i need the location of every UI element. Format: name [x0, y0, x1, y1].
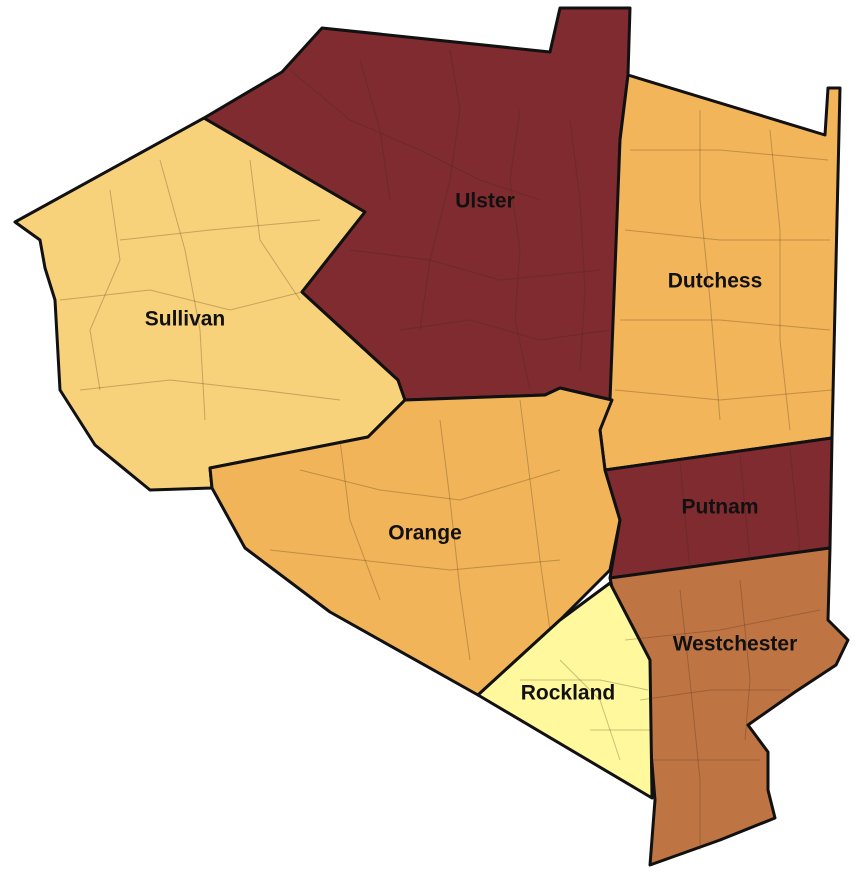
label-putnam: Putnam [681, 496, 758, 519]
county-rockland[interactable] [476, 581, 654, 800]
label-dutchess: Dutchess [668, 270, 763, 293]
label-rockland: Rockland [521, 682, 616, 705]
label-ulster: Ulster [455, 190, 515, 213]
town-boundaries [59, 49, 833, 850]
label-westchester: Westchester [673, 633, 798, 656]
label-orange: Orange [388, 522, 462, 545]
label-sullivan: Sullivan [145, 308, 226, 331]
